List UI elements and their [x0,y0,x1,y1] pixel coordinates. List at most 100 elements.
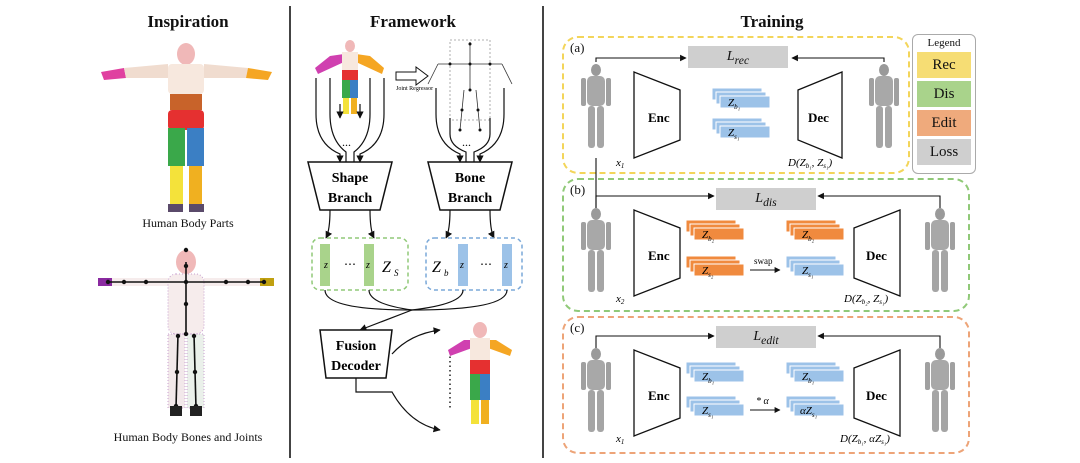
encoder-a [633,71,681,159]
svg-text:Fusion: Fusion [336,339,377,354]
framework-diagram: Joint Regressor ... ... Shape Branch Bo [307,39,523,433]
svg-text:Branch: Branch [448,191,493,206]
right-hand-part [246,68,272,80]
output-body-b [925,208,955,292]
chest-part [168,64,204,94]
colored-body-small [315,40,384,114]
panel-a-tag: (a) [570,40,585,55]
svg-text:D(Zb₁, αZs₁): D(Zb₁, αZs₁) [839,433,890,446]
svg-text:D(Zb₂, Zs₁): D(Zb₂, Zs₁) [843,293,888,306]
scale-label: * α [756,396,770,407]
right-thigh-part [187,128,204,166]
training-diagram: Enc Dec Zb₁ Zs₁ x1 D(Zb₁, Zs₁) Enc Dec Z… [581,54,955,446]
fusion-decoder-block [319,329,393,379]
swap-label: swap [754,256,773,266]
right-arm-part [204,64,248,78]
latent-stack-b-out: Zb₂ Zs₁ [785,219,845,279]
human-body-parts-figure [101,43,272,212]
loss-rec: Lrec [688,46,788,68]
left-shin-part [170,166,183,204]
panel-dis [562,178,970,312]
skeleton-small [427,39,513,131]
belly-part [170,94,202,110]
svg-text:Shape: Shape [332,171,369,186]
input-body-c [581,348,611,432]
svg-text:z: z [323,260,328,271]
encoder-c [633,349,681,437]
svg-text:x2: x2 [615,293,625,306]
svg-text:Z: Z [382,259,392,276]
output-body-a [869,64,899,148]
svg-text:b: b [444,268,449,278]
hip-part [168,110,204,130]
svg-text:⋯: ⋯ [344,257,356,271]
loss-edit: Ledit [716,326,816,348]
svg-text:z: z [503,260,508,271]
svg-text:Zs₁: Zs₁ [728,127,739,141]
input-body-b [581,208,611,292]
svg-text:Zs₂: Zs₂ [702,265,714,279]
output-body-c [925,348,955,432]
right-shin-part [189,166,202,204]
inspiration-title: Inspiration [147,12,229,31]
panel-edit [562,316,970,454]
dec-label-b: Dec [866,248,887,263]
shape-ellipsis: ... [342,135,351,149]
loss-dis: Ldis [716,188,816,210]
colored-body-output [448,322,512,424]
bone-ellipsis: ... [462,135,471,149]
svg-text:Bone: Bone [455,171,485,186]
left-hand-part [101,68,126,80]
left-arm-part [124,64,168,78]
latent-stack-c-in: Zb₁ Zs₁ [685,361,745,419]
latent-stack-b-in: Zb₂ Zs₂ [685,219,745,279]
training-title: Training [740,12,804,31]
enc-label-b: Enc [648,248,670,263]
dec-label-c: Dec [866,388,887,403]
joint-regressor-label: Joint Regressor [396,86,433,92]
dec-label-a: Dec [808,110,829,125]
caption-body-bones: Human Body Bones and Joints [113,430,263,444]
panel-c-tag: (c) [570,320,585,335]
right-foot-part [189,204,204,212]
decoder-c [853,349,901,437]
legend-edit: Edit [917,110,971,136]
svg-text:z: z [459,260,464,271]
human-body-bones-figure [98,247,274,416]
svg-text:x1: x1 [615,433,624,446]
enc-label-a: Enc [648,110,670,125]
arrow-to-skeleton-icon [395,66,429,86]
shape-branch-block [307,161,393,211]
input-body-a [581,64,611,148]
legend-loss: Loss [917,139,971,165]
panel-rec [562,36,910,174]
caption-body-parts: Human Body Parts [142,216,234,230]
svg-text:Zs₁: Zs₁ [802,265,813,279]
enc-label-c: Enc [648,388,670,403]
legend-dis: Dis [917,81,971,107]
svg-text:Branch: Branch [328,191,373,206]
latent-stack-a: Zb₁ Zs₁ [711,87,771,141]
decoder-a [797,71,843,159]
framework-title: Framework [370,12,456,31]
legend: Legend Rec Dis Edit Loss [912,34,976,174]
head-part [177,43,195,65]
svg-text:x1: x1 [615,157,624,170]
latent-stack-c-out: Zb₁ αZs₁ [785,361,845,419]
bone-branch-block [427,161,513,211]
divider-left [289,6,291,458]
legend-rec: Rec [917,52,971,78]
legend-title: Legend [927,37,961,49]
left-foot-part [168,204,183,212]
panel-b-tag: (b) [570,182,586,197]
svg-text:S: S [394,268,399,278]
svg-text:z: z [365,260,370,271]
decoder-b [853,209,901,297]
svg-text:Zs₁: Zs₁ [702,405,713,419]
divider-right [542,6,544,458]
svg-text:Decoder: Decoder [331,359,381,374]
svg-text:Z: Z [432,259,442,276]
svg-text:⋯: ⋯ [480,257,492,271]
svg-text:D(Zb₁, Zs₁): D(Zb₁, Zs₁) [787,157,832,170]
encoder-b [633,209,681,297]
